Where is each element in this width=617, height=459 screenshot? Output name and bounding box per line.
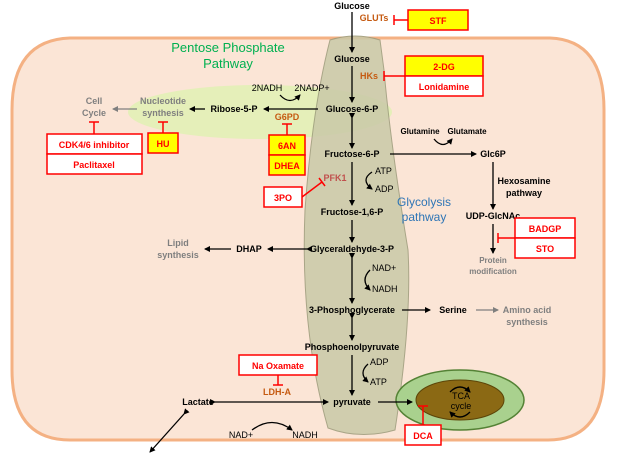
cofactor-2nadp: 2NADP+: [294, 83, 329, 93]
inhibit-pfk-bar: [318, 177, 326, 187]
nucleotide-line1: Nucleotide: [140, 96, 186, 106]
sto-label: STO: [536, 244, 554, 254]
enzyme-pfk1: PFK1: [323, 173, 346, 183]
phosphoenolpyruvate: Phosphoenolpyruvate: [305, 342, 400, 352]
tca-label-line2: cycle: [451, 401, 472, 411]
stf-label: STF: [430, 16, 448, 26]
cofactor-nad-lac: NAD+: [229, 430, 253, 440]
hu-label: HU: [157, 139, 170, 149]
cdk-label: CDK4/6 inhibitor: [59, 140, 130, 150]
tca-cycle-arrow-left: [449, 411, 471, 418]
glucose-top: Glucose: [334, 1, 370, 11]
glycolysis-band: [303, 35, 410, 436]
lonidamine-box: [404, 75, 484, 97]
glycolysis-label-line2: pathway: [402, 210, 447, 224]
tca-cycle-arrow-right: [449, 386, 471, 393]
mitochondrion-inner: [415, 379, 505, 421]
cofactor-atp-pep: ATP: [370, 377, 387, 387]
ppp-label-line1: Pentose Phosphate: [171, 40, 284, 55]
arrow-nadh-nadp: [279, 94, 301, 102]
cofactor-nad-gap: NAD+: [372, 263, 396, 273]
glutamine: Glutamine: [400, 127, 440, 136]
ribose-5-p: Ribose-5-P: [210, 104, 257, 114]
cofactor-2nadh: 2NADH: [252, 83, 283, 93]
hexosamine-line1: Hexosamine: [497, 176, 550, 186]
glucose-inner: Glucose: [334, 54, 370, 64]
lipid-line1: Lipid: [167, 238, 189, 248]
fructose-6-p: Fructose-6-P: [324, 149, 379, 159]
arrow-nad-nadh-lac: [251, 421, 293, 431]
dhea-box: [268, 154, 306, 176]
glyceraldehyde-3-p: Glyceraldehyde-3-P: [310, 244, 394, 254]
udp-glcnac: UDP-GlcNAc: [466, 211, 521, 221]
3po-label: 3PO: [274, 193, 292, 203]
glucose-6-p: Glucose-6-P: [326, 104, 379, 114]
lipid-line2: synthesis: [157, 250, 199, 260]
enzyme-hks: HKs: [360, 71, 378, 81]
2dg-label: 2-DG: [433, 62, 455, 72]
dhap: DHAP: [236, 244, 262, 254]
lactate: Lactate: [182, 397, 214, 407]
badgp-label: BADGP: [529, 224, 562, 234]
arrow-atp-adp: [365, 171, 373, 190]
na-oxamate-label: Na Oxamate: [252, 361, 304, 371]
hexosamine-line2: pathway: [506, 188, 542, 198]
dca-label: DCA: [413, 431, 433, 441]
sto-box: [514, 237, 576, 259]
arrow-lactate-out: [149, 408, 190, 453]
cofactor-adp-pfk: ADP: [375, 184, 394, 194]
serine: Serine: [439, 305, 467, 315]
lonidamine-label: Lonidamine: [419, 82, 470, 92]
inhibit-pfk: [301, 181, 323, 198]
paclitaxel-label: Paclitaxel: [73, 160, 115, 170]
arrow-glutamine-glutamate: [433, 138, 453, 146]
protein-mod-line2: modification: [469, 267, 517, 276]
cofactor-nadh-gap: NADH: [372, 284, 398, 294]
arrow-nad-nadh: [364, 269, 371, 291]
dhea-label: DHEA: [274, 161, 300, 171]
3-phosphoglycerate: 3-Phosphoglycerate: [309, 305, 395, 315]
protein-mod-line1: Protein: [479, 256, 507, 265]
nucleotide-line2: synthesis: [142, 108, 184, 118]
glc6p: Glc6P: [480, 149, 506, 159]
pyruvate: pyruvate: [333, 397, 371, 407]
cell-cycle-line2: Cycle: [82, 108, 106, 118]
ppp-label-line2: Pathway: [203, 56, 253, 71]
glycolysis-label-line1: Glycolysis: [397, 195, 451, 209]
enzyme-gluts: GLUTs: [360, 13, 389, 23]
cell-cycle-line1: Cell: [86, 96, 103, 106]
arrow-adp-atp: [362, 363, 369, 383]
amino-acid-line1: Amino acid: [503, 305, 552, 315]
6an-label: 6AN: [278, 141, 296, 151]
fructose-1-6-p: Fructose-1,6-P: [321, 207, 384, 217]
amino-acid-line2: synthesis: [506, 317, 548, 327]
cofactor-atp-pfk: ATP: [375, 166, 392, 176]
enzyme-g6pd: G6PD: [275, 112, 300, 122]
cofactor-adp-pep: ADP: [370, 357, 389, 367]
tca-label-line1: TCA: [452, 391, 470, 401]
enzyme-ldha: LDH-A: [263, 387, 291, 397]
glutamate: Glutamate: [447, 127, 487, 136]
cofactor-nadh-lac: NADH: [292, 430, 318, 440]
paclitaxel-box: [46, 153, 143, 175]
